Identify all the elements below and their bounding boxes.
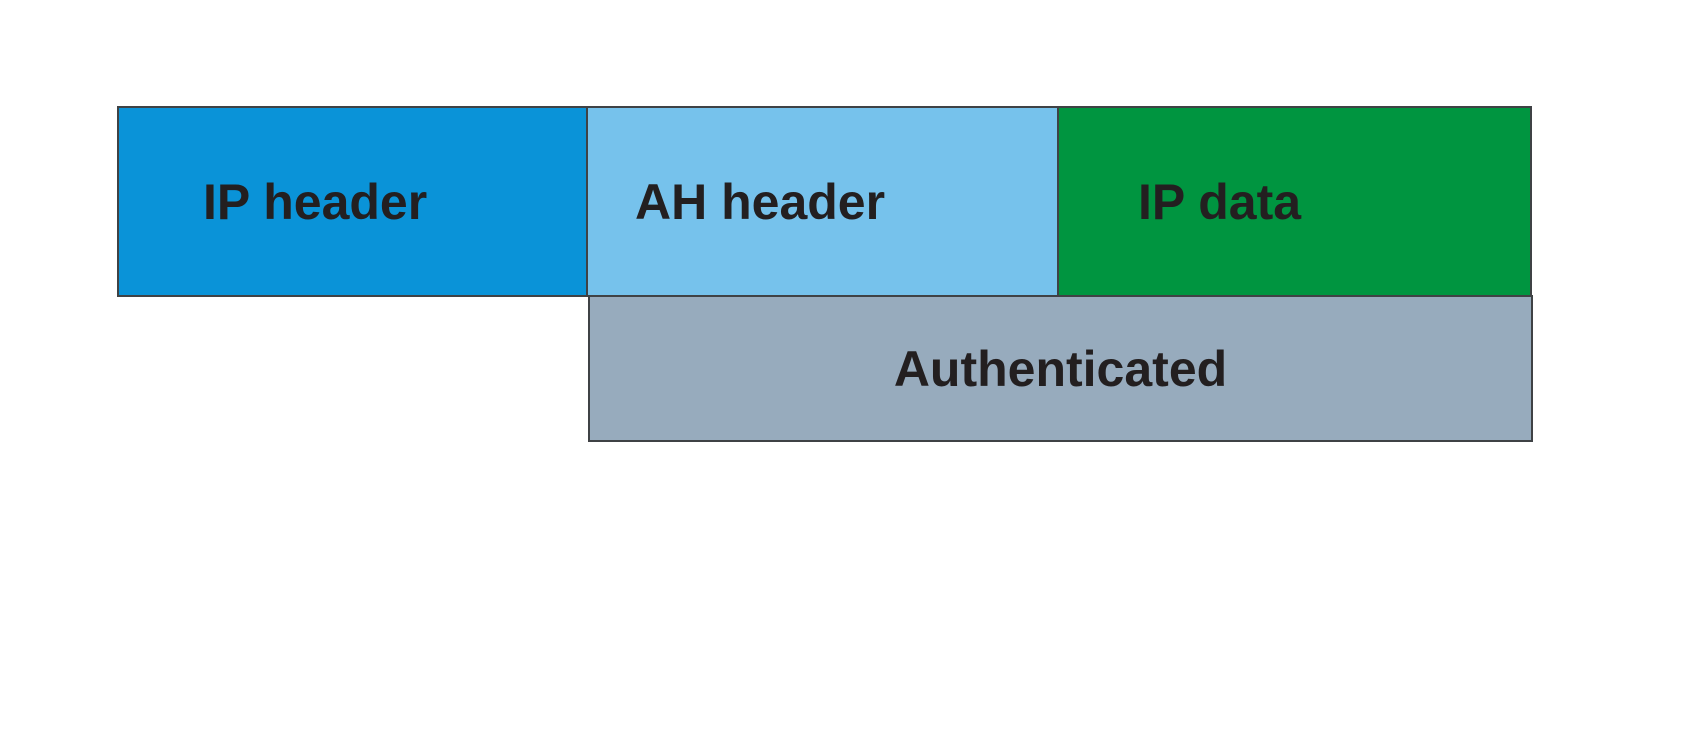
authenticated-coverage-box: Authenticated — [588, 295, 1533, 442]
ah-header-label: AH header — [635, 173, 886, 230]
authenticated-label: Authenticated — [893, 340, 1228, 397]
ip-data-box: IP data — [1057, 106, 1532, 297]
ip-data-label: IP data — [1138, 173, 1302, 230]
ip-header-box: IP header — [117, 106, 588, 297]
ah-header-box: AH header — [586, 106, 1059, 297]
ip-header-label: IP header — [203, 173, 428, 230]
